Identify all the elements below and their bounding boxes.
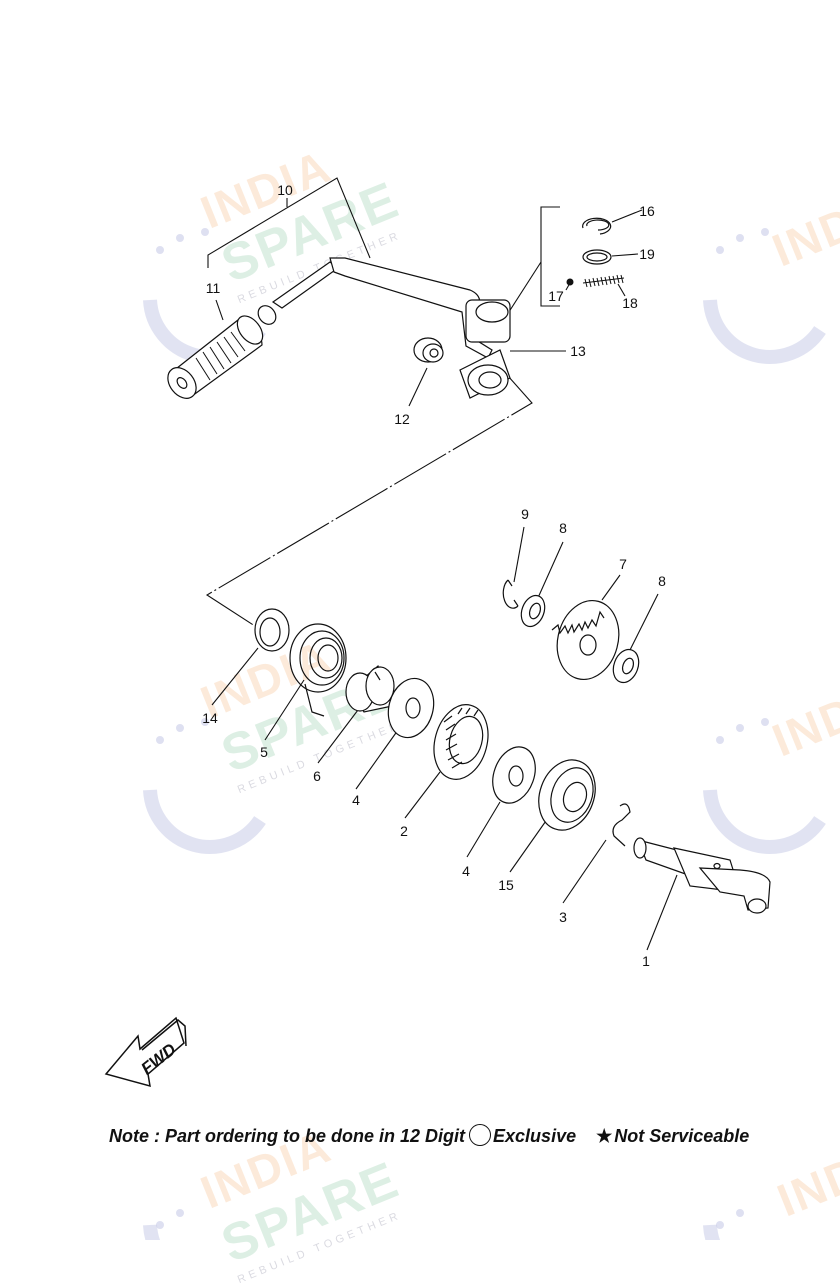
callout-4a: 4 [352, 792, 360, 808]
fwd-arrow-icon [104, 1016, 187, 1088]
callout-12: 12 [394, 411, 410, 427]
bracket-16-19 [540, 206, 560, 307]
leader-15 [509, 817, 549, 873]
part-gear-7 [551, 599, 620, 681]
part-bearing-15 [538, 759, 596, 831]
leader-1 [646, 874, 678, 951]
leader-3 [562, 839, 607, 904]
note-not-serviceable: Not Serviceable [614, 1126, 750, 1146]
callout-1: 1 [642, 953, 650, 969]
part-washer-4b [492, 746, 536, 804]
circle-icon [469, 1124, 492, 1146]
callout-5: 5 [260, 744, 268, 760]
part-clip-3 [612, 803, 631, 847]
leader-8a [536, 541, 564, 601]
part-circlip-16 [582, 217, 612, 235]
callout-8a: 8 [559, 520, 567, 536]
part-spring-5 [289, 623, 347, 717]
callout-14: 14 [202, 710, 218, 726]
callout-labels: 1 2 3 4 4 5 6 7 8 8 9 10 11 12 13 14 15 … [202, 182, 666, 969]
leader-18 [617, 283, 626, 297]
part-bolt-12 [413, 337, 444, 363]
callout-11: 11 [206, 280, 221, 296]
callout-4b: 4 [462, 863, 470, 879]
leader-9 [513, 526, 525, 583]
watermark-dots-icon [156, 228, 769, 1229]
note-text: Note : Part ordering to be done in 12 Di… [109, 1126, 466, 1146]
bracket-10 [207, 177, 371, 268]
callout-8b: 8 [658, 573, 666, 589]
ordering-note: Note : Part ordering to be done in 12 Di… [109, 1124, 749, 1147]
parts-diagram: FWD 1 2 3 4 4 5 6 7 8 8 9 10 11 12 13 14… [104, 177, 826, 1240]
part-bushing-6 [345, 664, 395, 713]
callout-3: 3 [559, 909, 567, 925]
leader-8b [629, 593, 659, 651]
callout-19: 19 [639, 246, 655, 262]
callout-6: 6 [313, 768, 321, 784]
callout-2: 2 [400, 823, 408, 839]
callout-16: 16 [639, 203, 655, 219]
part-kick-lever [271, 257, 511, 399]
leader-5 [264, 679, 305, 741]
part-collar-14 [254, 608, 290, 652]
part-ratchet-2 [433, 704, 489, 780]
part-ball-17 [566, 278, 574, 286]
callout-9: 9 [521, 506, 529, 522]
leader-19 [611, 253, 639, 257]
leader-2 [404, 771, 441, 819]
callout-17: 17 [548, 288, 564, 304]
part-washer-19 [582, 249, 612, 265]
part-washer-8b [612, 648, 640, 684]
callout-15: 15 [498, 877, 514, 893]
callout-13: 13 [570, 343, 586, 359]
leader-bracket [504, 261, 542, 319]
callout-10: 10 [277, 182, 293, 198]
leader-12 [408, 367, 428, 407]
star-icon: ★ [596, 1126, 613, 1146]
part-spring-18 [582, 274, 625, 288]
part-circlip-9 [502, 579, 519, 609]
part-washer-4a [387, 677, 435, 739]
callout-18: 18 [622, 295, 638, 311]
leader-7 [601, 574, 621, 601]
leader-14 [211, 647, 259, 706]
part-grip [167, 305, 277, 399]
callout-7: 7 [619, 556, 627, 572]
part-washer-8a [520, 594, 546, 628]
leader-4b [466, 801, 501, 858]
part-axle-1 [633, 837, 771, 914]
leader-6 [317, 701, 365, 764]
assembly-line [205, 375, 533, 629]
watermark-logo-icon [143, 299, 826, 1240]
note-exclusive: Exclusive [493, 1126, 577, 1146]
leader-16 [611, 209, 643, 223]
leader-11 [215, 299, 224, 321]
leader-4a [355, 729, 399, 790]
